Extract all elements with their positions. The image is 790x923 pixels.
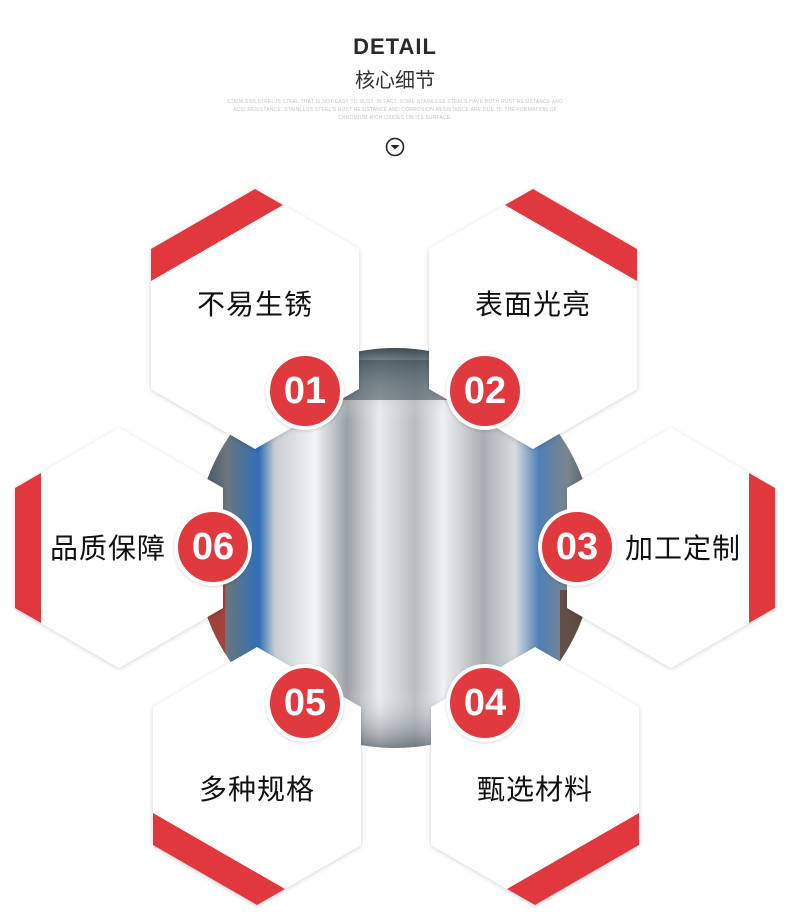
section-description: STAINLESS STEEL IS STEEL THAT IS NOT EAS…: [226, 99, 564, 121]
section-title: DETAIL: [353, 34, 437, 59]
section-subtitle: 核心细节: [355, 68, 435, 92]
feature-label-03: 加工定制: [624, 532, 741, 565]
feature-label-01: 不易生锈: [196, 288, 313, 321]
number-badge-06: 06: [174, 508, 252, 586]
hexagon-feature-06: [15, 428, 223, 668]
number-badge-02: 02: [446, 352, 524, 430]
feature-label-02: 表面光亮: [474, 288, 591, 321]
number-badge-05: 05: [266, 664, 344, 742]
feature-label-05: 多种规格: [198, 773, 315, 806]
chevron-down-circle-icon[interactable]: [385, 137, 405, 157]
hexagon-feature-03: [567, 428, 775, 668]
feature-label-06: 品质保障: [49, 532, 166, 565]
number-badge-03: 03: [538, 508, 616, 586]
feature-label-04: 甄选材料: [476, 773, 593, 806]
number-badge-04: 04: [446, 664, 524, 742]
number-badge-01: 01: [266, 352, 344, 430]
